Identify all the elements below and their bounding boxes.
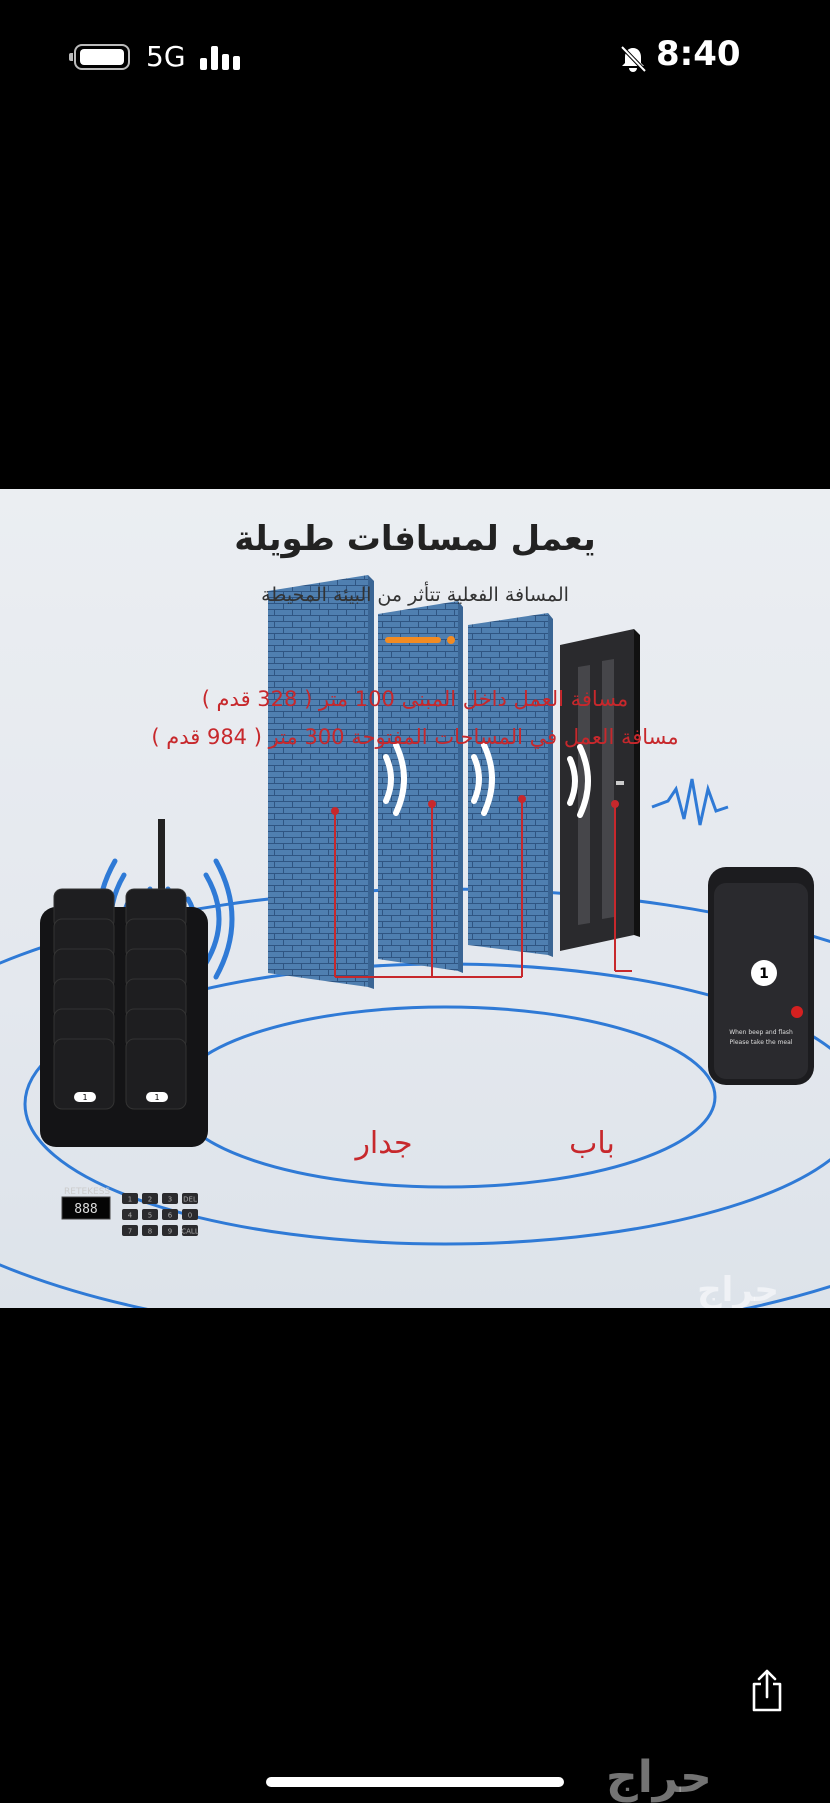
status-bar: 5G 8:40 <box>0 0 830 110</box>
bell-slash-icon <box>620 45 647 73</box>
svg-text:RETEKESS: RETEKESS <box>64 1187 110 1197</box>
image-watermark: حراج <box>697 1270 779 1308</box>
keypad-key-label: 2 <box>148 1196 152 1204</box>
haraj-watermark: حراج <box>606 1752 712 1803</box>
share-icon[interactable] <box>748 1668 786 1714</box>
range-illustration: 1 1 RETEKESS 888 1 2 3 DEL 4 5 6 0 7 8 9 CALL 1 Whe… <box>0 575 830 1308</box>
clock: 8:40 <box>656 34 741 74</box>
keypad-key <box>122 1193 138 1204</box>
keypad-key-label: 6 <box>168 1212 173 1220</box>
svg-text:1: 1 <box>82 1093 87 1102</box>
keypad-key <box>122 1225 138 1236</box>
label-door: باب <box>569 1126 615 1161</box>
keypad-key <box>182 1225 198 1236</box>
signal-icon <box>200 44 242 70</box>
keypad-key <box>162 1225 178 1236</box>
keypad-key-label: CALL <box>181 1228 199 1236</box>
keypad-key-label: 8 <box>148 1228 152 1236</box>
svg-text:Please take the meal: Please take the meal <box>730 1039 793 1046</box>
wall-2 <box>378 601 463 973</box>
keypad-key-label: 0 <box>188 1212 192 1220</box>
product-image[interactable]: 1 1 RETEKESS 888 1 2 3 DEL 4 5 6 0 7 8 9 CALL 1 Whe… <box>0 489 830 1308</box>
keypad-key <box>162 1193 178 1204</box>
keypad-key-label: 3 <box>168 1196 172 1204</box>
keypad-key-label: 7 <box>128 1228 132 1236</box>
keypad-key <box>162 1209 178 1220</box>
home-indicator[interactable] <box>266 1777 564 1787</box>
keypad-key-label: DEL <box>183 1196 197 1204</box>
image-title: يعمل لمسافات طويلة <box>234 519 596 559</box>
receiver: 1 When beep and flash Please take the me… <box>708 867 814 1085</box>
keypad-key <box>142 1209 158 1220</box>
svg-text:When beep and flash: When beep and flash <box>729 1029 793 1036</box>
svg-text:1: 1 <box>154 1093 159 1102</box>
keypad-key-label: 5 <box>148 1212 152 1220</box>
keypad-key-label: 4 <box>128 1212 133 1220</box>
keypad-key <box>182 1193 198 1204</box>
network-type: 5G <box>146 40 186 73</box>
label-wall: جدار <box>353 1126 412 1161</box>
image-subtitle: المسافة الفعلية تتأثر من البيئة المحيطة <box>261 584 569 606</box>
keypad-key <box>142 1193 158 1204</box>
battery-icon <box>69 44 130 70</box>
range-outdoor: مسافة العمل في المساحات المفتوحة 300 متر… <box>151 725 679 749</box>
range-indoor: مسافة العمل داخل المبنى 100 متر ( 328 قد… <box>201 687 629 711</box>
keypad-key-label: 9 <box>168 1228 172 1236</box>
wall-1 <box>268 575 374 989</box>
charging-base: 1 1 RETEKESS 888 1 2 3 DEL 4 5 6 0 7 8 9 CALL <box>40 819 208 1236</box>
keypad-key <box>142 1225 158 1236</box>
keypad-key <box>122 1209 138 1220</box>
keypad-key-label: 1 <box>128 1196 132 1204</box>
wall-3 <box>468 613 553 957</box>
svg-text:1: 1 <box>759 966 769 982</box>
accent-divider <box>385 636 455 644</box>
keypad-key <box>182 1209 198 1220</box>
svg-text:888: 888 <box>74 1202 97 1217</box>
